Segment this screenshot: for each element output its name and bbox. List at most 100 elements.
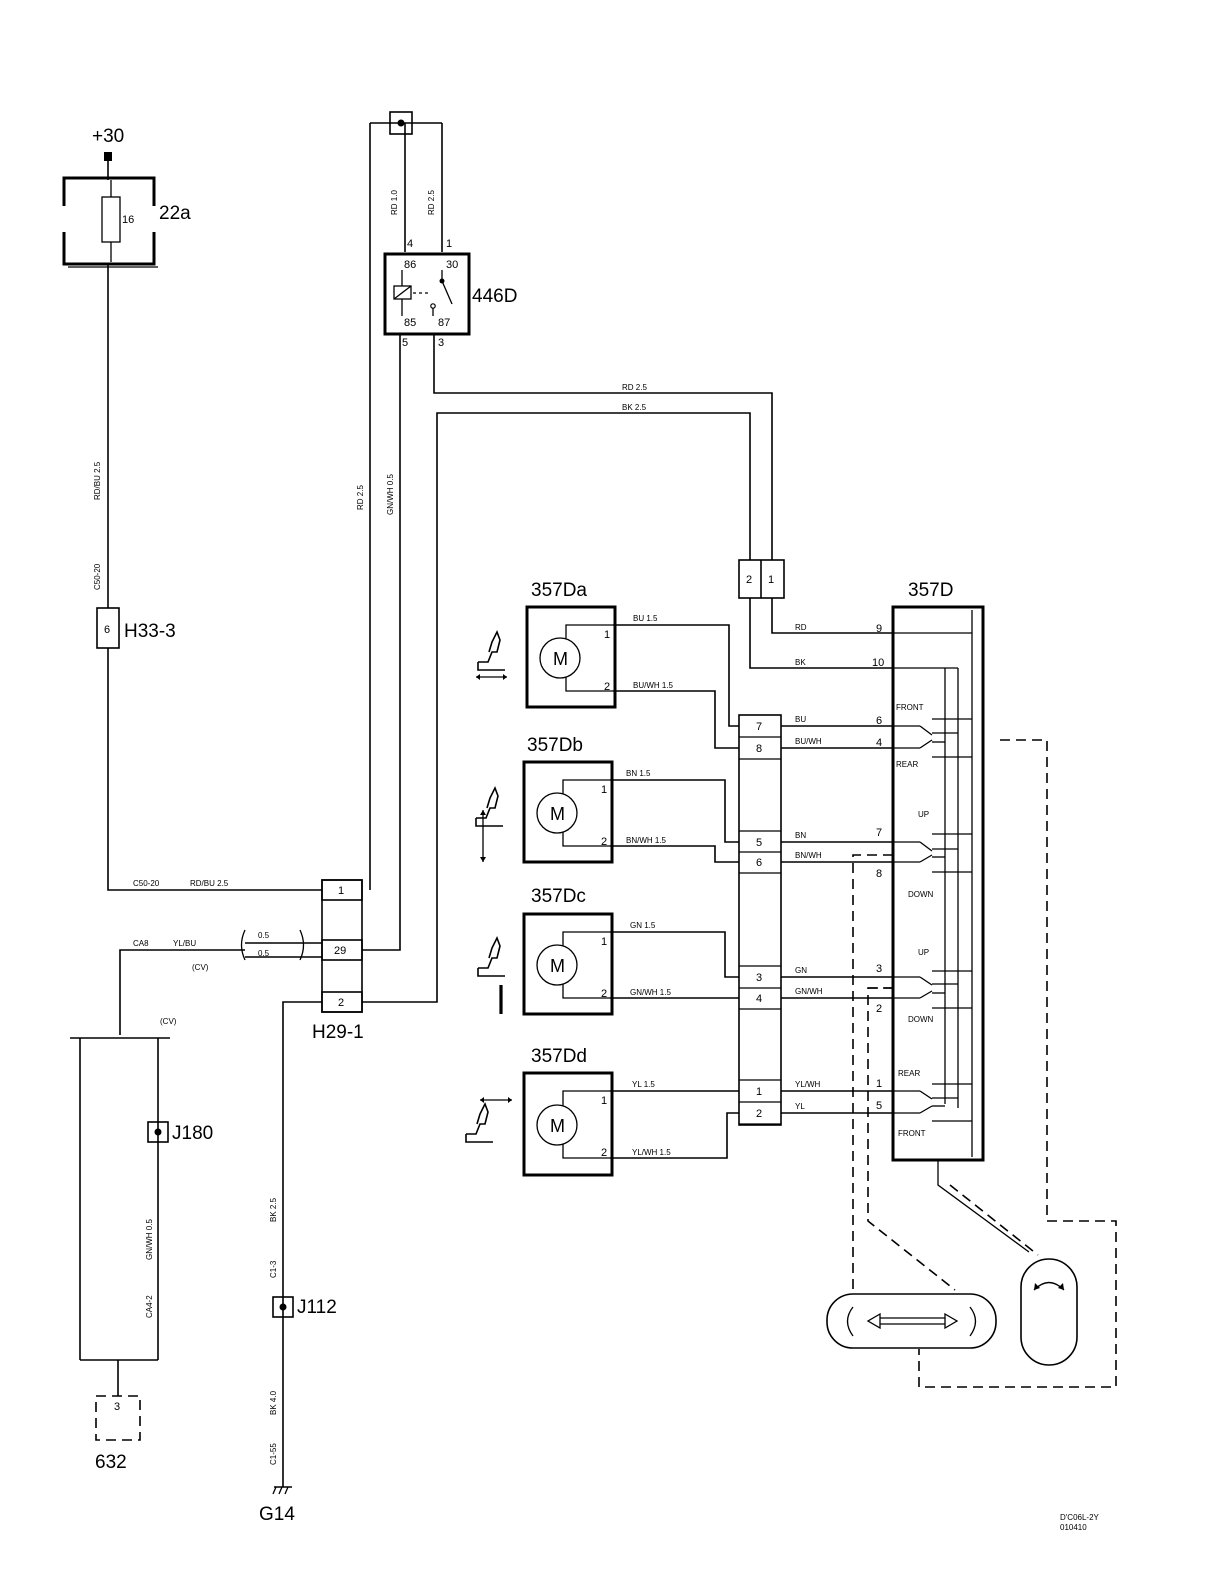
- wire-rd-relay-c1: [433, 334, 773, 560]
- connector-h33-label: H33-3: [124, 621, 176, 642]
- ground-symbol: G14: [259, 1486, 295, 1525]
- ground-branch: BK 2.5 C1-3 J112 BK 4.0 C1-55 G14: [259, 1001, 337, 1525]
- svg-text:0.5: 0.5: [258, 931, 270, 940]
- doc-code: D'C06L-2Y: [1060, 1513, 1100, 1522]
- svg-text:G14: G14: [259, 1504, 295, 1525]
- module-632: 3 632: [95, 1395, 141, 1473]
- doc-date: 010410: [1060, 1523, 1087, 1532]
- svg-text:RD 2.5: RD 2.5: [427, 190, 436, 215]
- motor-357dc: 357Dc M 1 2: [477, 886, 614, 1016]
- svg-text:GN/WH 0.5: GN/WH 0.5: [386, 474, 395, 515]
- svg-text:BK: BK: [795, 658, 806, 667]
- svg-text:2: 2: [338, 997, 344, 1009]
- svg-text:5: 5: [402, 337, 408, 349]
- svg-text:1: 1: [601, 784, 607, 796]
- svg-text:3: 3: [438, 337, 444, 349]
- rotate-arrow-icon: [969, 1306, 977, 1337]
- svg-text:GN/WH 1.5: GN/WH 1.5: [630, 988, 671, 997]
- svg-text:0.5: 0.5: [258, 949, 270, 958]
- fuse-rating: 16: [122, 214, 134, 226]
- wire-bk-switch: [749, 598, 893, 669]
- wire-can-ca8: [119, 949, 245, 1035]
- svg-text:BU/WH: BU/WH: [795, 737, 822, 746]
- svg-text:632: 632: [95, 1452, 127, 1473]
- supply-label: +30: [92, 126, 124, 147]
- seat-icon-height: [475, 786, 503, 862]
- switch-cushion: REAR FRONT 1 5: [876, 1069, 972, 1138]
- relay-branch: RD 1.0 RD 2.5 4 1 86 30 85 87 446D 5 3 R…: [356, 111, 773, 1003]
- supply-terminal: [104, 152, 112, 161]
- terminal-block: 7 8 5 6 3 4 1 2: [738, 714, 782, 1126]
- svg-text:2: 2: [601, 988, 607, 1000]
- svg-text:BN/WH 1.5: BN/WH 1.5: [626, 836, 667, 845]
- connector-h29-1: 1 29 2 H29-1: [312, 879, 364, 1043]
- svg-text:FRONT: FRONT: [898, 1129, 926, 1138]
- svg-text:357Da: 357Da: [531, 580, 587, 601]
- svg-text:M: M: [550, 804, 565, 824]
- svg-text:1: 1: [601, 936, 607, 948]
- control-knob-vertical[interactable]: [1020, 1258, 1078, 1366]
- fuse-label: 22a: [159, 203, 191, 224]
- svg-text:(CV): (CV): [160, 1017, 177, 1026]
- switch-unit-357d: 357D 9 10 FRONT REAR 6 4 UP DOWN 7 8: [872, 580, 985, 1162]
- switch-wires: BU BU/WH BN BN/WH GN GN/WH YL/WH YL: [781, 715, 893, 1114]
- arrow-right-icon: [944, 1312, 959, 1330]
- svg-text:1: 1: [756, 1086, 762, 1098]
- seat-icon-fore-aft: [476, 630, 507, 680]
- svg-text:BN/WH: BN/WH: [795, 851, 822, 860]
- relay-label: 446D: [472, 286, 517, 307]
- wire-c50-h29: [107, 648, 322, 891]
- svg-text:2: 2: [601, 836, 607, 848]
- seat-icon-tilt: [477, 936, 505, 1014]
- svg-text:BK 4.0: BK 4.0: [269, 1390, 278, 1415]
- svg-text:CA8: CA8: [133, 939, 149, 948]
- svg-text:357Dd: 357Dd: [531, 1046, 587, 1067]
- svg-text:M: M: [553, 649, 568, 669]
- svg-text:REAR: REAR: [896, 760, 918, 769]
- svg-text:1: 1: [604, 629, 610, 641]
- control-knob-horizontal[interactable]: [826, 1293, 997, 1349]
- svg-text:DOWN: DOWN: [908, 890, 934, 899]
- wire-bk-h29-c2: [362, 412, 751, 1003]
- arrow-left-icon: [866, 1312, 881, 1330]
- svg-text:5: 5: [756, 837, 762, 849]
- svg-text:BK 2.5: BK 2.5: [622, 403, 647, 412]
- fuse-box-outline: [62, 176, 156, 266]
- svg-text:1: 1: [768, 574, 774, 586]
- relay-contact: [441, 280, 453, 305]
- rotate-arrow-icon: [846, 1306, 854, 1337]
- svg-text:C50-20: C50-20: [93, 563, 102, 590]
- power-supply-branch: +30 16 22a RD/BU 2.5 C50-20 6 H33-3 C50-…: [62, 126, 322, 891]
- svg-text:6: 6: [104, 624, 110, 636]
- svg-text:YL/BU: YL/BU: [173, 939, 196, 948]
- switch-tilt: UP DOWN 3 2: [876, 948, 972, 1024]
- svg-text:C50-20: C50-20: [133, 879, 160, 888]
- svg-text:FRONT: FRONT: [896, 703, 924, 712]
- svg-text:RD 2.5: RD 2.5: [622, 383, 647, 392]
- svg-text:BN: BN: [795, 831, 806, 840]
- connector-c-top: 2 1: [738, 559, 785, 599]
- svg-text:1: 1: [876, 1078, 882, 1090]
- svg-text:86: 86: [404, 259, 416, 271]
- svg-text:GN/WH 0.5: GN/WH 0.5: [145, 1219, 154, 1260]
- svg-text:8: 8: [876, 868, 882, 880]
- fuse-22a: 16 22a: [62, 176, 191, 268]
- svg-text:4: 4: [407, 238, 413, 250]
- svg-text:3: 3: [876, 963, 882, 975]
- connector-h33-3: 6 H33-3: [96, 607, 176, 649]
- svg-text:7: 7: [876, 827, 882, 839]
- svg-text:2: 2: [876, 1003, 882, 1015]
- motor-357da: 357Da M 1 2: [476, 580, 617, 709]
- svg-text:85: 85: [404, 317, 416, 329]
- svg-text:1: 1: [338, 885, 344, 897]
- svg-text:REAR: REAR: [898, 1069, 920, 1078]
- seat-icon-cushion: [465, 1097, 512, 1143]
- svg-text:357D: 357D: [908, 580, 953, 601]
- svg-text:9: 9: [876, 623, 882, 635]
- svg-text:2: 2: [756, 1108, 762, 1120]
- svg-text:(CV): (CV): [192, 963, 209, 972]
- svg-text:C1-3: C1-3: [269, 1260, 278, 1278]
- svg-text:6: 6: [876, 715, 882, 727]
- svg-text:5: 5: [876, 1100, 882, 1112]
- svg-text:C1-55: C1-55: [269, 1443, 278, 1465]
